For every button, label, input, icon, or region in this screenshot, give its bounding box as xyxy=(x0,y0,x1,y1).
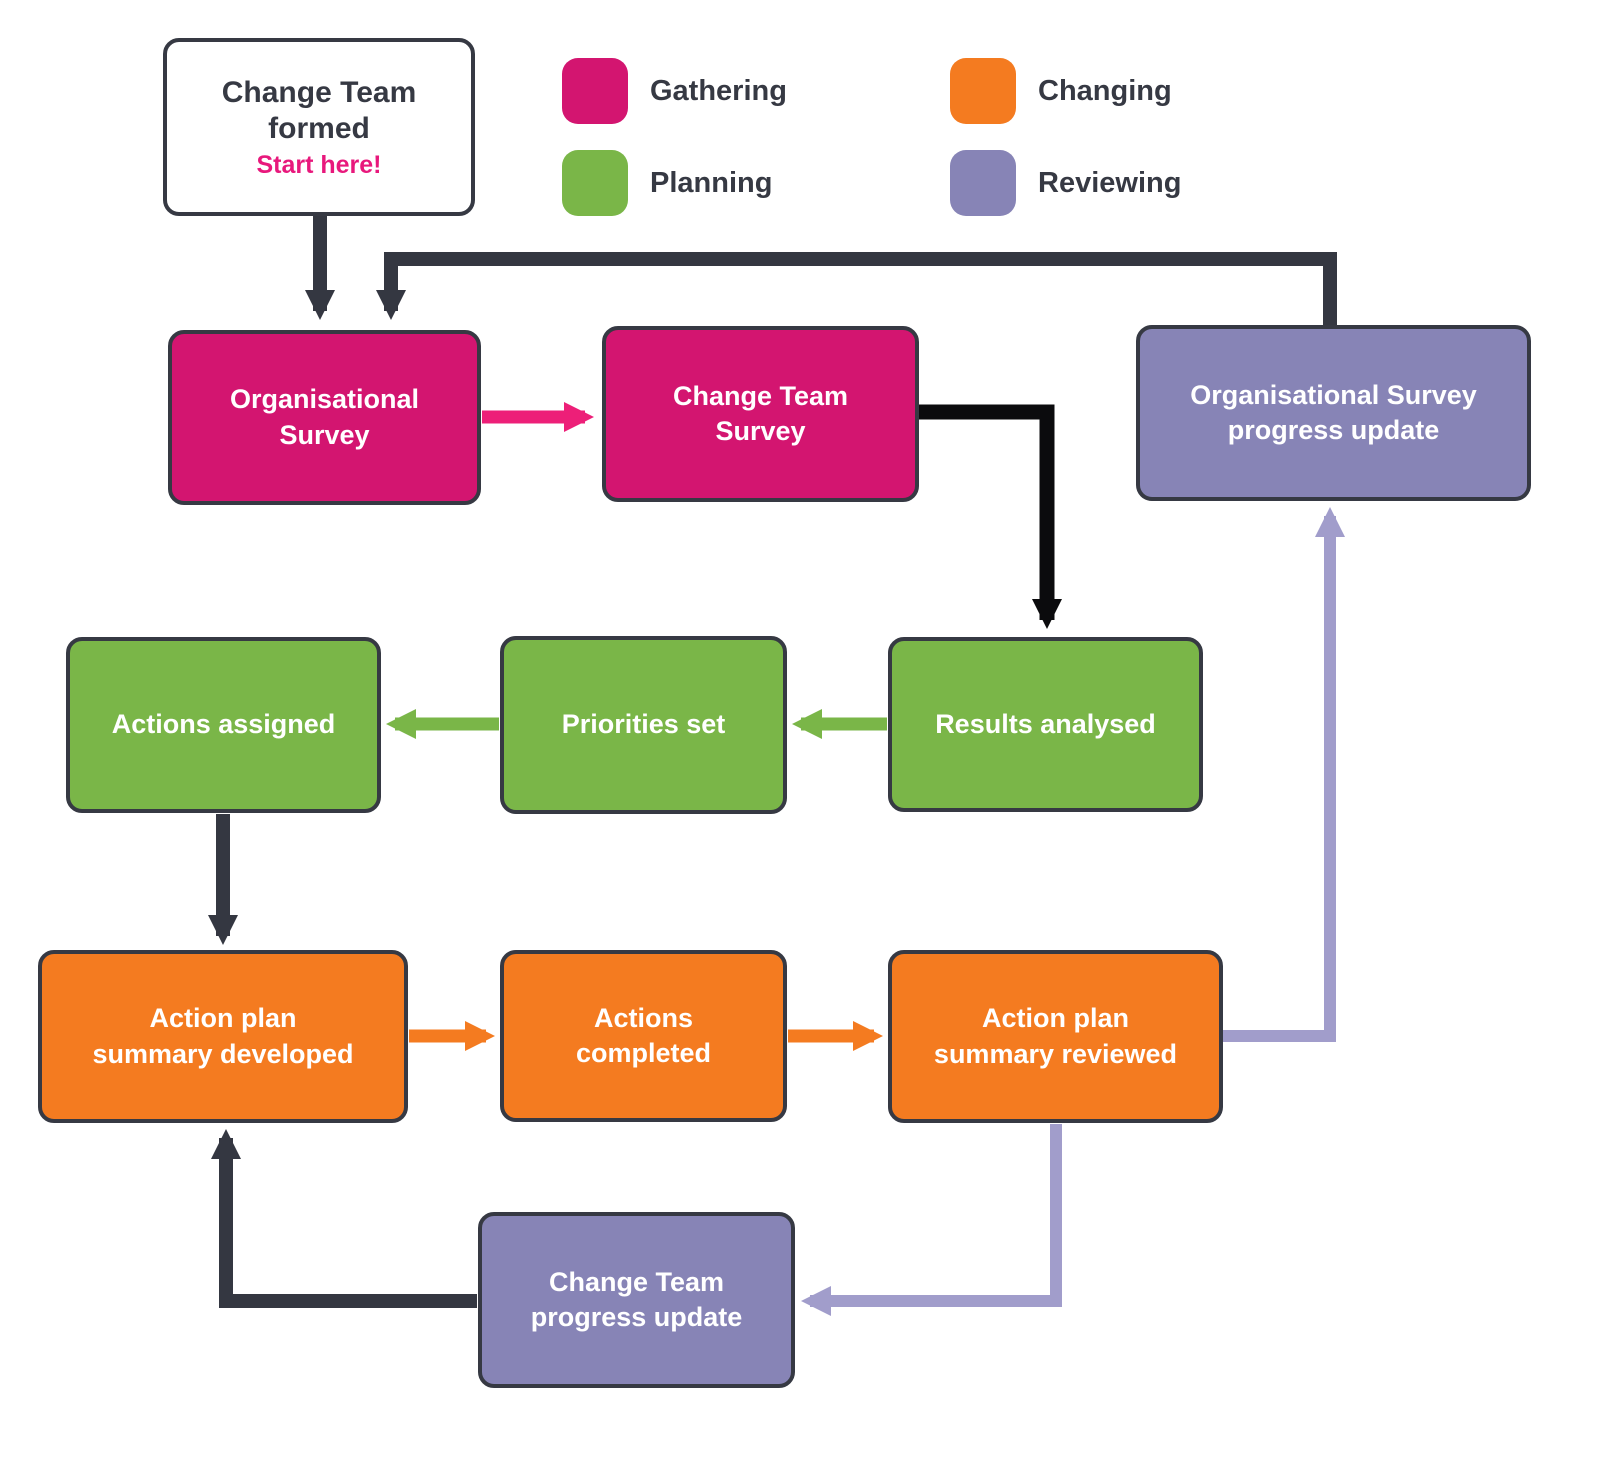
start-node-title: Change Team formed xyxy=(221,75,417,145)
arrow-change-team-survey-to-results-analysed xyxy=(919,404,1062,629)
legend-item-reviewing: Reviewing xyxy=(950,150,1181,216)
node-actions-assigned: Actions assigned xyxy=(66,637,381,813)
legend-item-planning: Planning xyxy=(562,150,772,216)
legend-item-gathering: Gathering xyxy=(562,58,787,124)
node-priorities-set: Priorities set xyxy=(500,636,787,814)
node-organisational-survey: Organisational Survey xyxy=(168,330,481,505)
arrow-action-plan-reviewed-to-change-team-update xyxy=(801,1124,1062,1316)
arrow-change-team-update-to-action-plan-developed xyxy=(211,1129,477,1308)
changing-swatch-icon xyxy=(950,58,1016,124)
reviewing-swatch-icon xyxy=(950,150,1016,216)
arrow-progress-update-to-organisational-survey xyxy=(376,252,1337,325)
node-organisational-survey-progress-update: Organisational Survey progress update xyxy=(1136,325,1531,501)
node-change-team-formed: Change Team formed Start here! xyxy=(163,38,475,216)
arrow-action-plan-reviewed-to-progress-update xyxy=(1223,507,1345,1042)
legend-item-changing: Changing xyxy=(950,58,1172,124)
node-results-analysed: Results analysed xyxy=(888,637,1203,812)
node-change-team-progress-update: Change Team progress update xyxy=(478,1212,795,1388)
start-here-label: Start here! xyxy=(256,150,382,179)
legend-label-gathering: Gathering xyxy=(650,74,787,107)
gathering-swatch-icon xyxy=(562,58,628,124)
node-actions-completed: Actions completed xyxy=(500,950,787,1122)
node-change-team-survey: Change Team Survey xyxy=(602,326,919,502)
legend-label-planning: Planning xyxy=(650,166,773,199)
legend-label-changing: Changing xyxy=(1038,74,1172,107)
node-action-plan-summary-developed: Action plan summary developed xyxy=(38,950,408,1123)
planning-swatch-icon xyxy=(562,150,628,216)
legend-label-reviewing: Reviewing xyxy=(1038,166,1182,199)
node-action-plan-summary-reviewed: Action plan summary reviewed xyxy=(888,950,1223,1123)
